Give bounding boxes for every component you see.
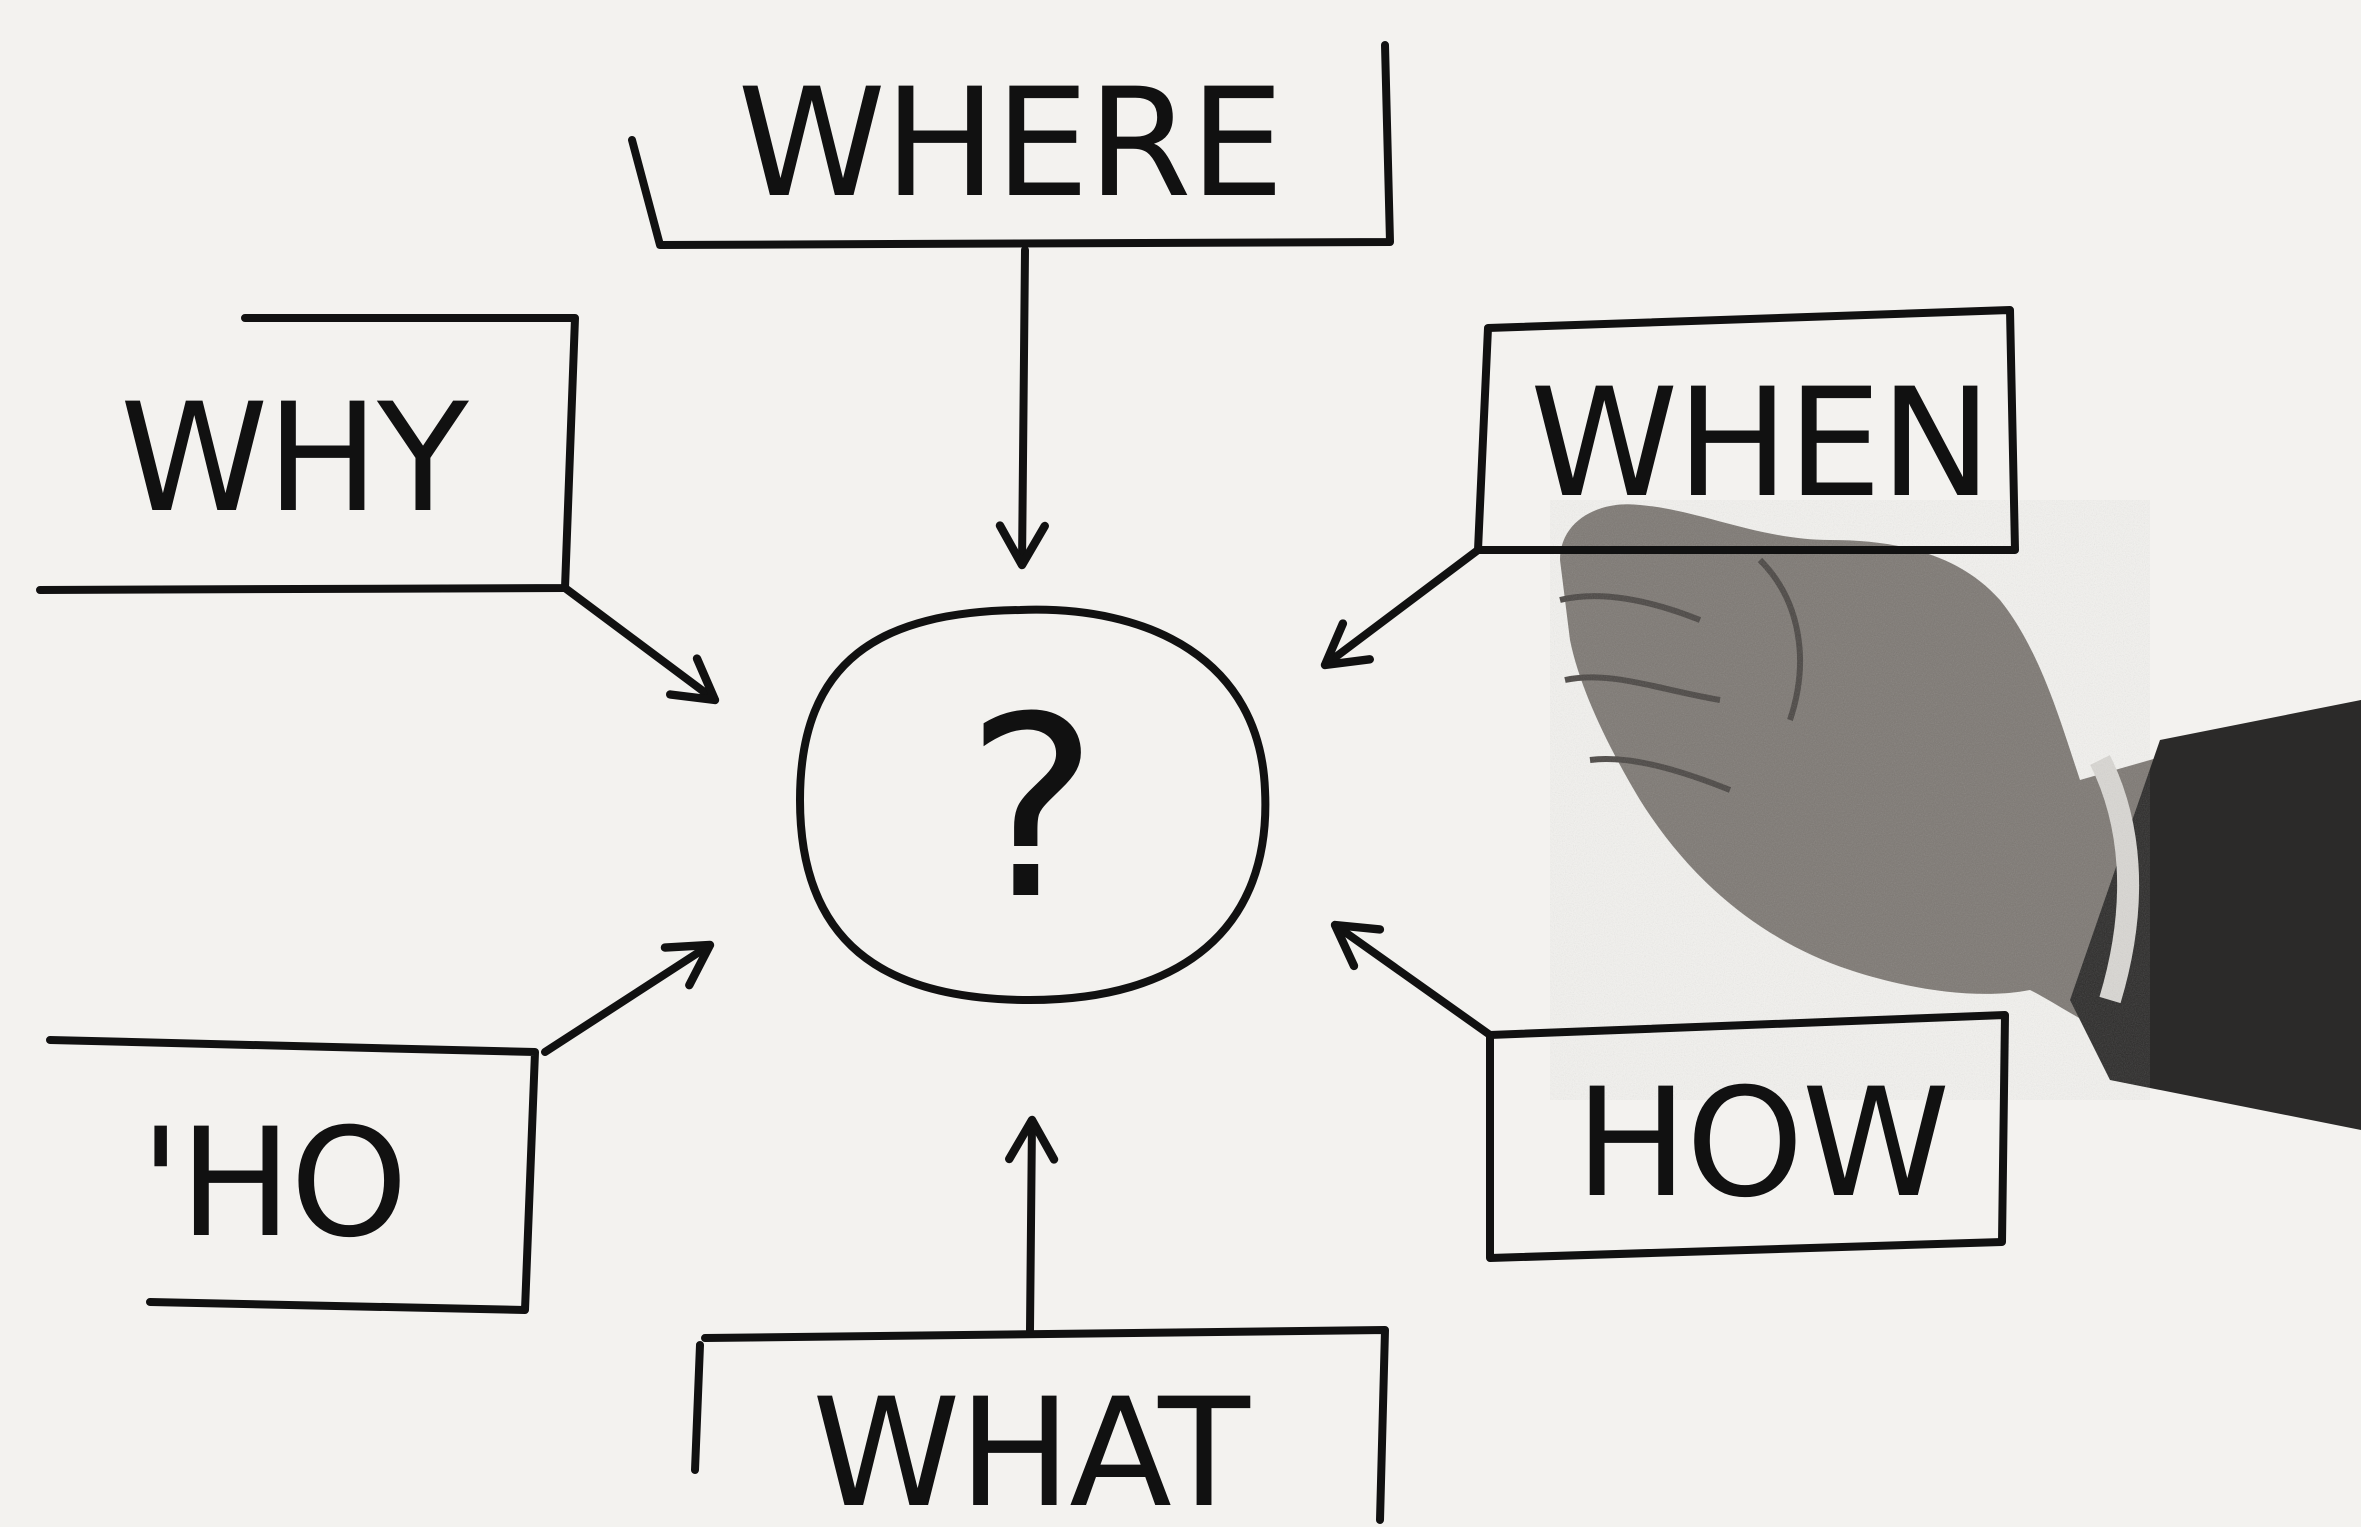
who-box: 'HO (50, 1040, 535, 1310)
arrow-from-who (545, 945, 710, 1052)
why-label: WHY (120, 372, 469, 546)
what-label: WHAT (812, 1367, 1251, 1527)
when-box: WHEN (1478, 310, 2015, 550)
arrow-from-where (1022, 250, 1025, 565)
how-label: HOW (1575, 1057, 1948, 1231)
what-box-left-edge (695, 1345, 700, 1470)
why-box: WHY (40, 318, 575, 590)
question-mark: ? (966, 663, 1099, 954)
arrow-from-why (565, 588, 715, 700)
who-label: 'HO (140, 1097, 406, 1271)
arrow-from-how (1335, 925, 1490, 1035)
when-label: WHEN (1530, 357, 1990, 531)
hand-holding-card-icon (1550, 500, 2361, 1130)
question-node: ? (800, 610, 1265, 1000)
what-box: WHAT (695, 1330, 1385, 1527)
arrow-from-what (1030, 1120, 1032, 1330)
where-box: WHERE (632, 45, 1390, 245)
arrow-from-when (1325, 550, 1478, 665)
where-label: WHERE (738, 57, 1283, 231)
